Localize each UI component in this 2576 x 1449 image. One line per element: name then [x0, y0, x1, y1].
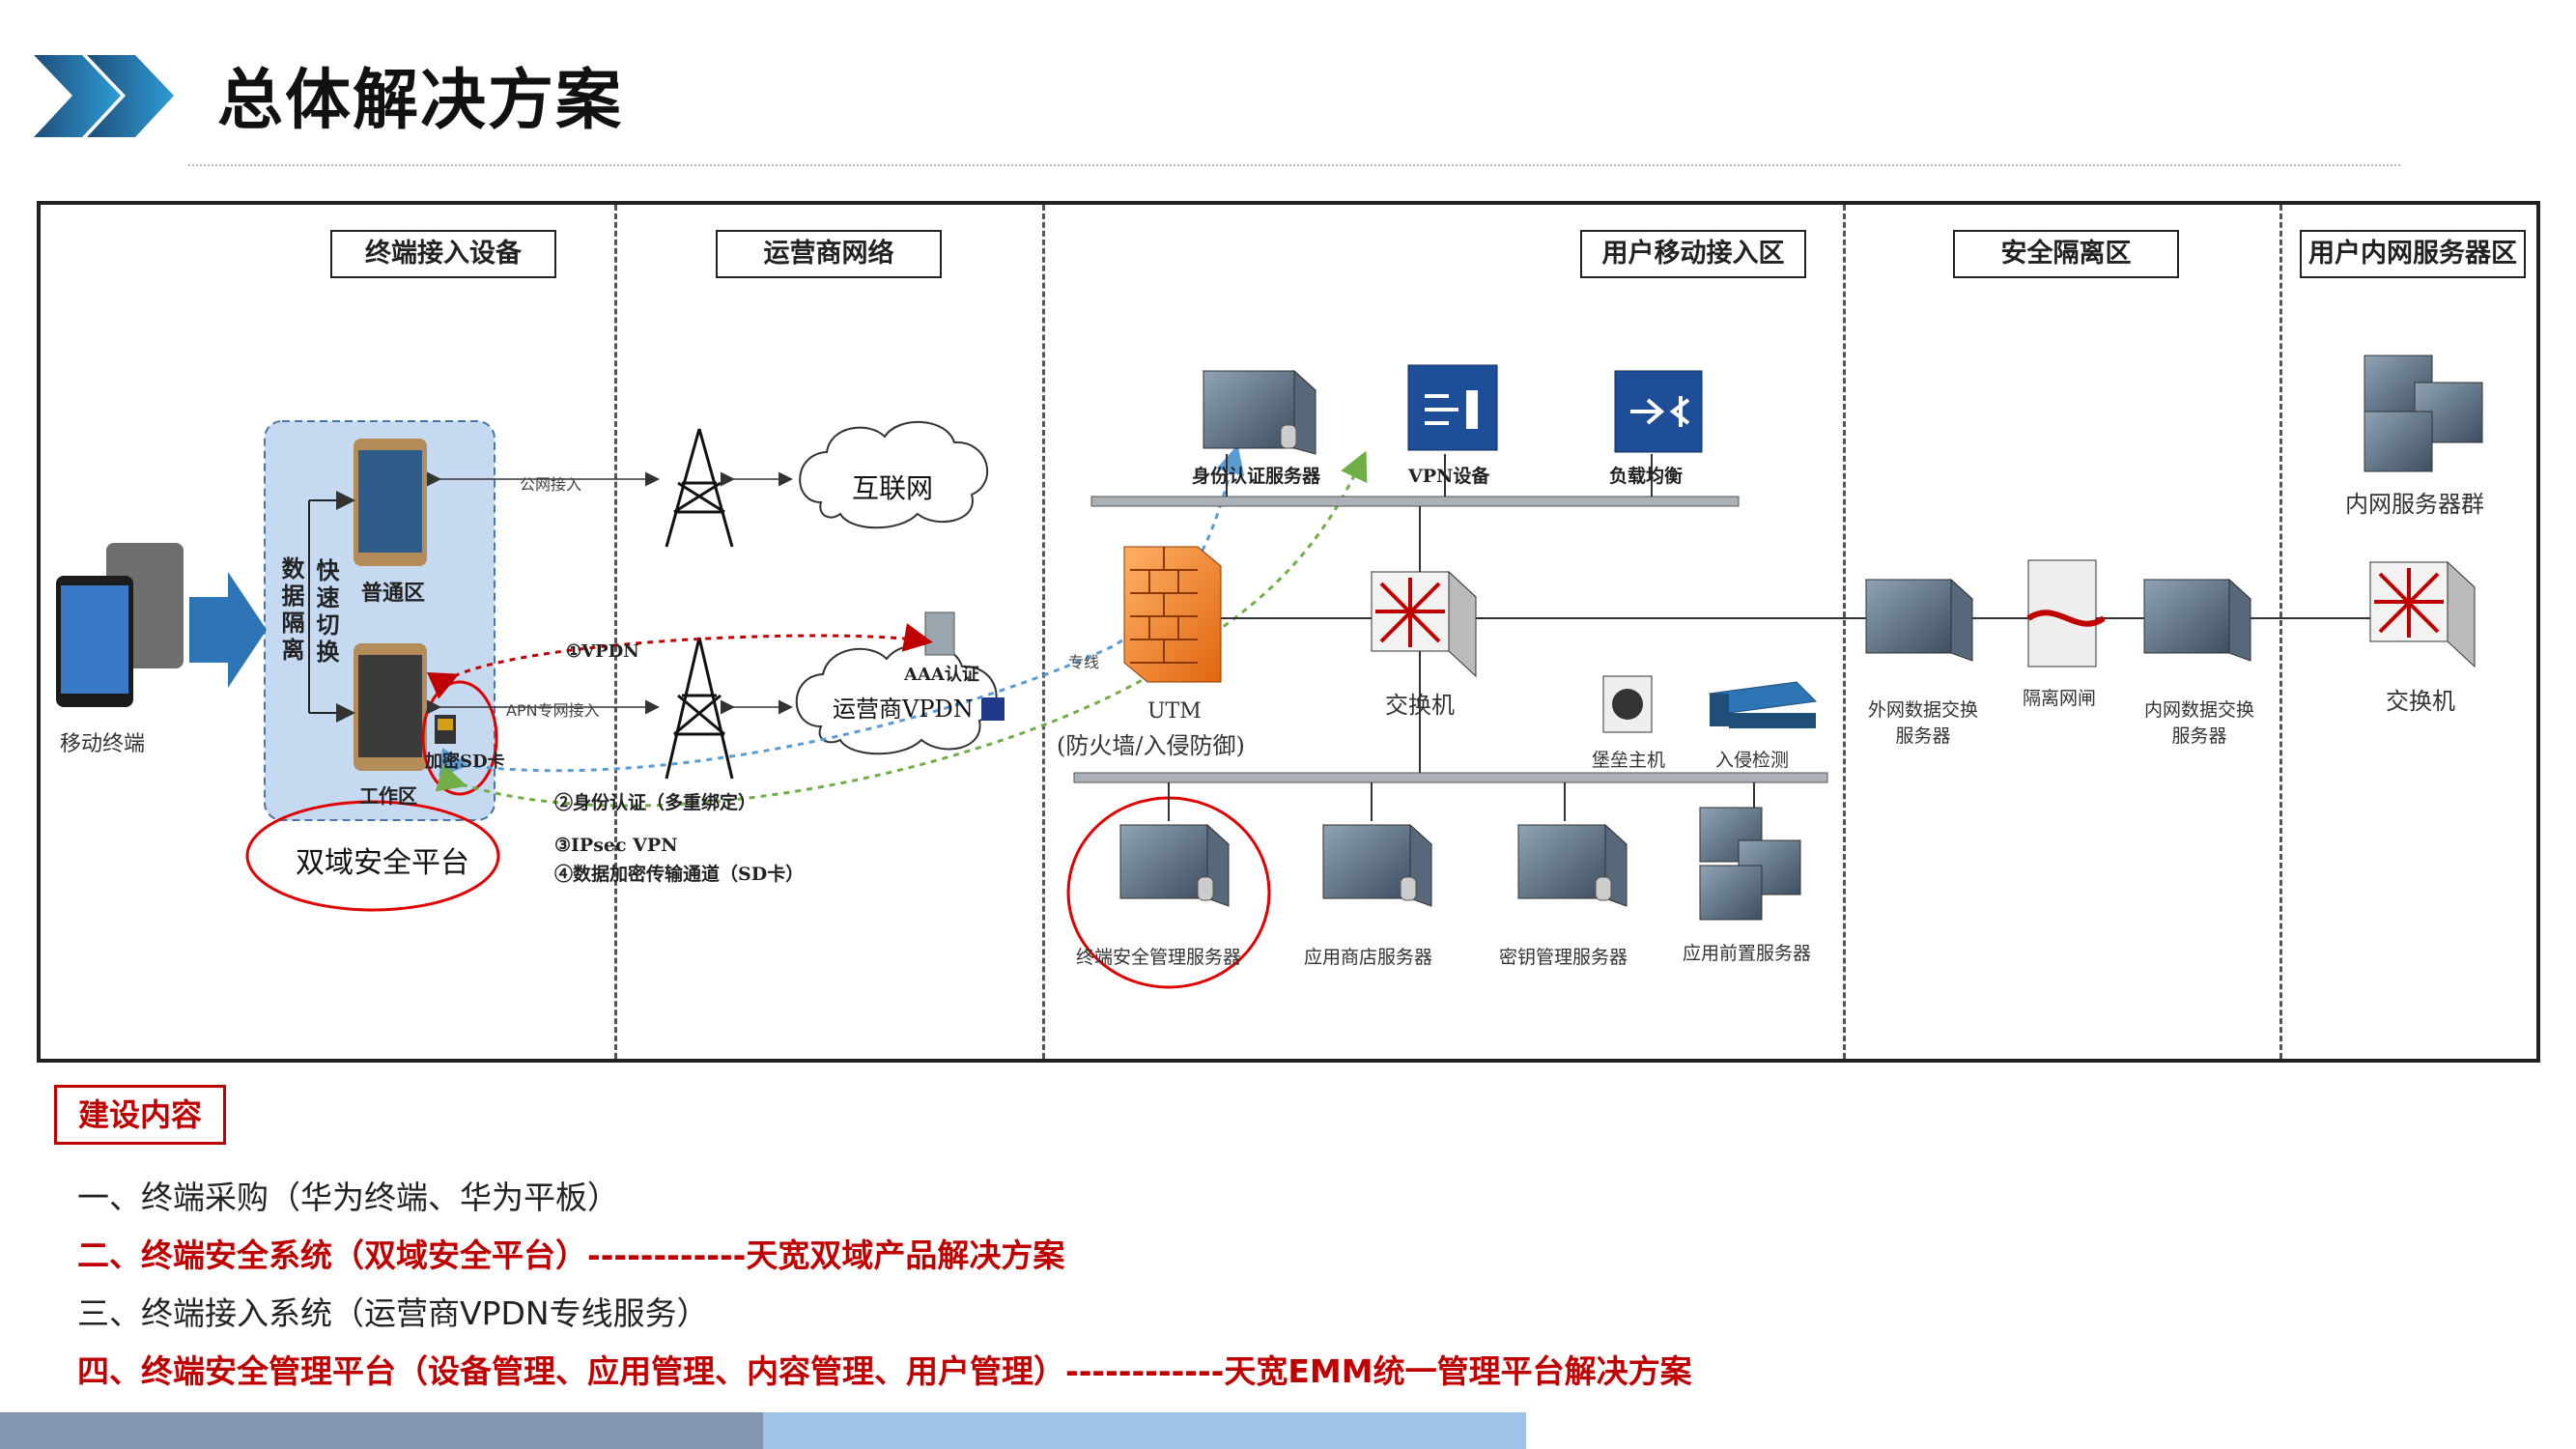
vpn-device-label: VPN设备 — [1408, 466, 1490, 487]
bastion-label: 堡垒主机 — [1592, 750, 1666, 771]
chevron-icon — [34, 55, 174, 137]
construction-item-4: 四、终端安全管理平台（设备管理、应用管理、内容管理、用户管理）---------… — [77, 1352, 1692, 1390]
construction-label: 建设内容 — [54, 1085, 226, 1145]
work-zone-phone-icon — [354, 643, 427, 771]
aaa-label: AAA认证 — [904, 665, 979, 685]
bastion-host-icon — [1602, 675, 1653, 733]
server-group-label: 内网服务器群 — [2345, 491, 2484, 518]
normal-zone-label: 普通区 — [361, 581, 426, 606]
gap-label: 隔离网闸 — [2023, 688, 2097, 709]
flow-step1-label: ①VPDN — [566, 641, 639, 662]
sd-card-label: 加密SD卡 — [425, 752, 505, 772]
tower-icon-public — [665, 428, 734, 548]
mgmt-server-label: 终端安全管理服务器 — [1076, 947, 1242, 968]
key-server-label: 密钥管理服务器 — [1499, 947, 1628, 968]
mobile-terminal-label: 移动终端 — [60, 732, 146, 756]
gap-icon — [2026, 559, 2106, 668]
key-server-icon — [1516, 823, 1628, 907]
front-server-label: 应用前置服务器 — [1683, 943, 1812, 964]
utm-firewall-icon — [1123, 546, 1222, 683]
zone-label-intranet: 用户内网服务器区 — [2300, 230, 2526, 278]
switch-icon-intranet — [2368, 560, 2477, 668]
utm-desc-label: (防火墙/入侵防御) — [1057, 732, 1245, 759]
zone-divider — [1843, 205, 1846, 1059]
construction-item-3: 三、终端接入系统（运营商VPDN专线服务） — [77, 1294, 709, 1332]
intranet-server-group-icon — [2364, 355, 2483, 472]
inner-server-label: 内网数据交换服务器 — [2143, 699, 2254, 747]
construction-item-2: 二、终端安全系统（双域安全平台）------------天宽双域产品解决方案 — [77, 1236, 1065, 1274]
platform-label: 双域安全平台 — [296, 846, 469, 880]
inner-exchange-server-icon — [2142, 578, 2252, 662]
aaa-server-icon — [924, 611, 955, 656]
switch-icon-access — [1370, 570, 1478, 678]
outer-server-label: 外网数据交换服务器 — [1867, 699, 1978, 747]
front-server-icon — [1699, 807, 1801, 921]
switch-access-label: 交换机 — [1385, 692, 1455, 719]
vpdn-router-icon — [981, 697, 1005, 721]
line-tag-label: 专线 — [1068, 653, 1100, 671]
architecture-diagram — [37, 201, 2540, 1063]
auth-server-icon — [1202, 369, 1317, 455]
construction-item-1: 一、终端采购（华为终端、华为平板） — [77, 1179, 619, 1216]
work-zone-label: 工作区 — [359, 784, 417, 808]
mgmt-server-icon — [1118, 823, 1231, 907]
store-server-label: 应用商店服务器 — [1304, 947, 1433, 968]
zone-divider — [2279, 205, 2282, 1059]
outer-exchange-server-icon — [1864, 578, 1974, 662]
public-access-label: 公网接入 — [520, 475, 582, 494]
utm-label: UTM — [1147, 699, 1202, 724]
auth-server-label: 身份认证服务器 — [1192, 466, 1321, 487]
platform-highlight — [245, 800, 500, 912]
load-balance-label: 负载均衡 — [1609, 466, 1684, 487]
flow-step4-label: ④数据加密传输通道（SD卡） — [554, 864, 805, 885]
zone-label-carrier: 运营商网络 — [716, 230, 942, 278]
quick-switch-label: 快速切换 — [312, 558, 340, 667]
footer-bar-left — [0, 1412, 763, 1449]
switch-intranet-label: 交换机 — [2386, 688, 2455, 715]
flow-step3-label: ③IPsec VPN — [554, 835, 678, 856]
flow-step2-label: ②身份认证（多重绑定） — [554, 792, 757, 813]
ids-label: 入侵检测 — [1715, 750, 1790, 771]
load-balancer-icon — [1614, 370, 1703, 453]
vpdn-label: 运营商VPDN — [833, 696, 974, 723]
store-server-icon — [1321, 823, 1433, 907]
zone-label-terminal: 终端接入设备 — [330, 230, 556, 278]
zone-label-access: 用户移动接入区 — [1580, 230, 1806, 278]
apn-access-label: APN专网接入 — [506, 701, 600, 720]
page-title: 总体解决方案 — [217, 63, 624, 139]
data-isolation-label: 数据隔离 — [277, 556, 305, 665]
mobile-terminal-icon — [56, 543, 184, 707]
vpn-device-icon — [1407, 364, 1498, 451]
footer-bar-right — [763, 1412, 1526, 1449]
ids-icon — [1708, 681, 1818, 728]
internet-label: 互联网 — [852, 472, 934, 504]
header-divider — [188, 164, 2400, 166]
zone-label-isolation: 安全隔离区 — [1953, 230, 2179, 278]
normal-zone-phone-icon — [354, 439, 427, 566]
big-arrow-icon — [189, 572, 267, 688]
